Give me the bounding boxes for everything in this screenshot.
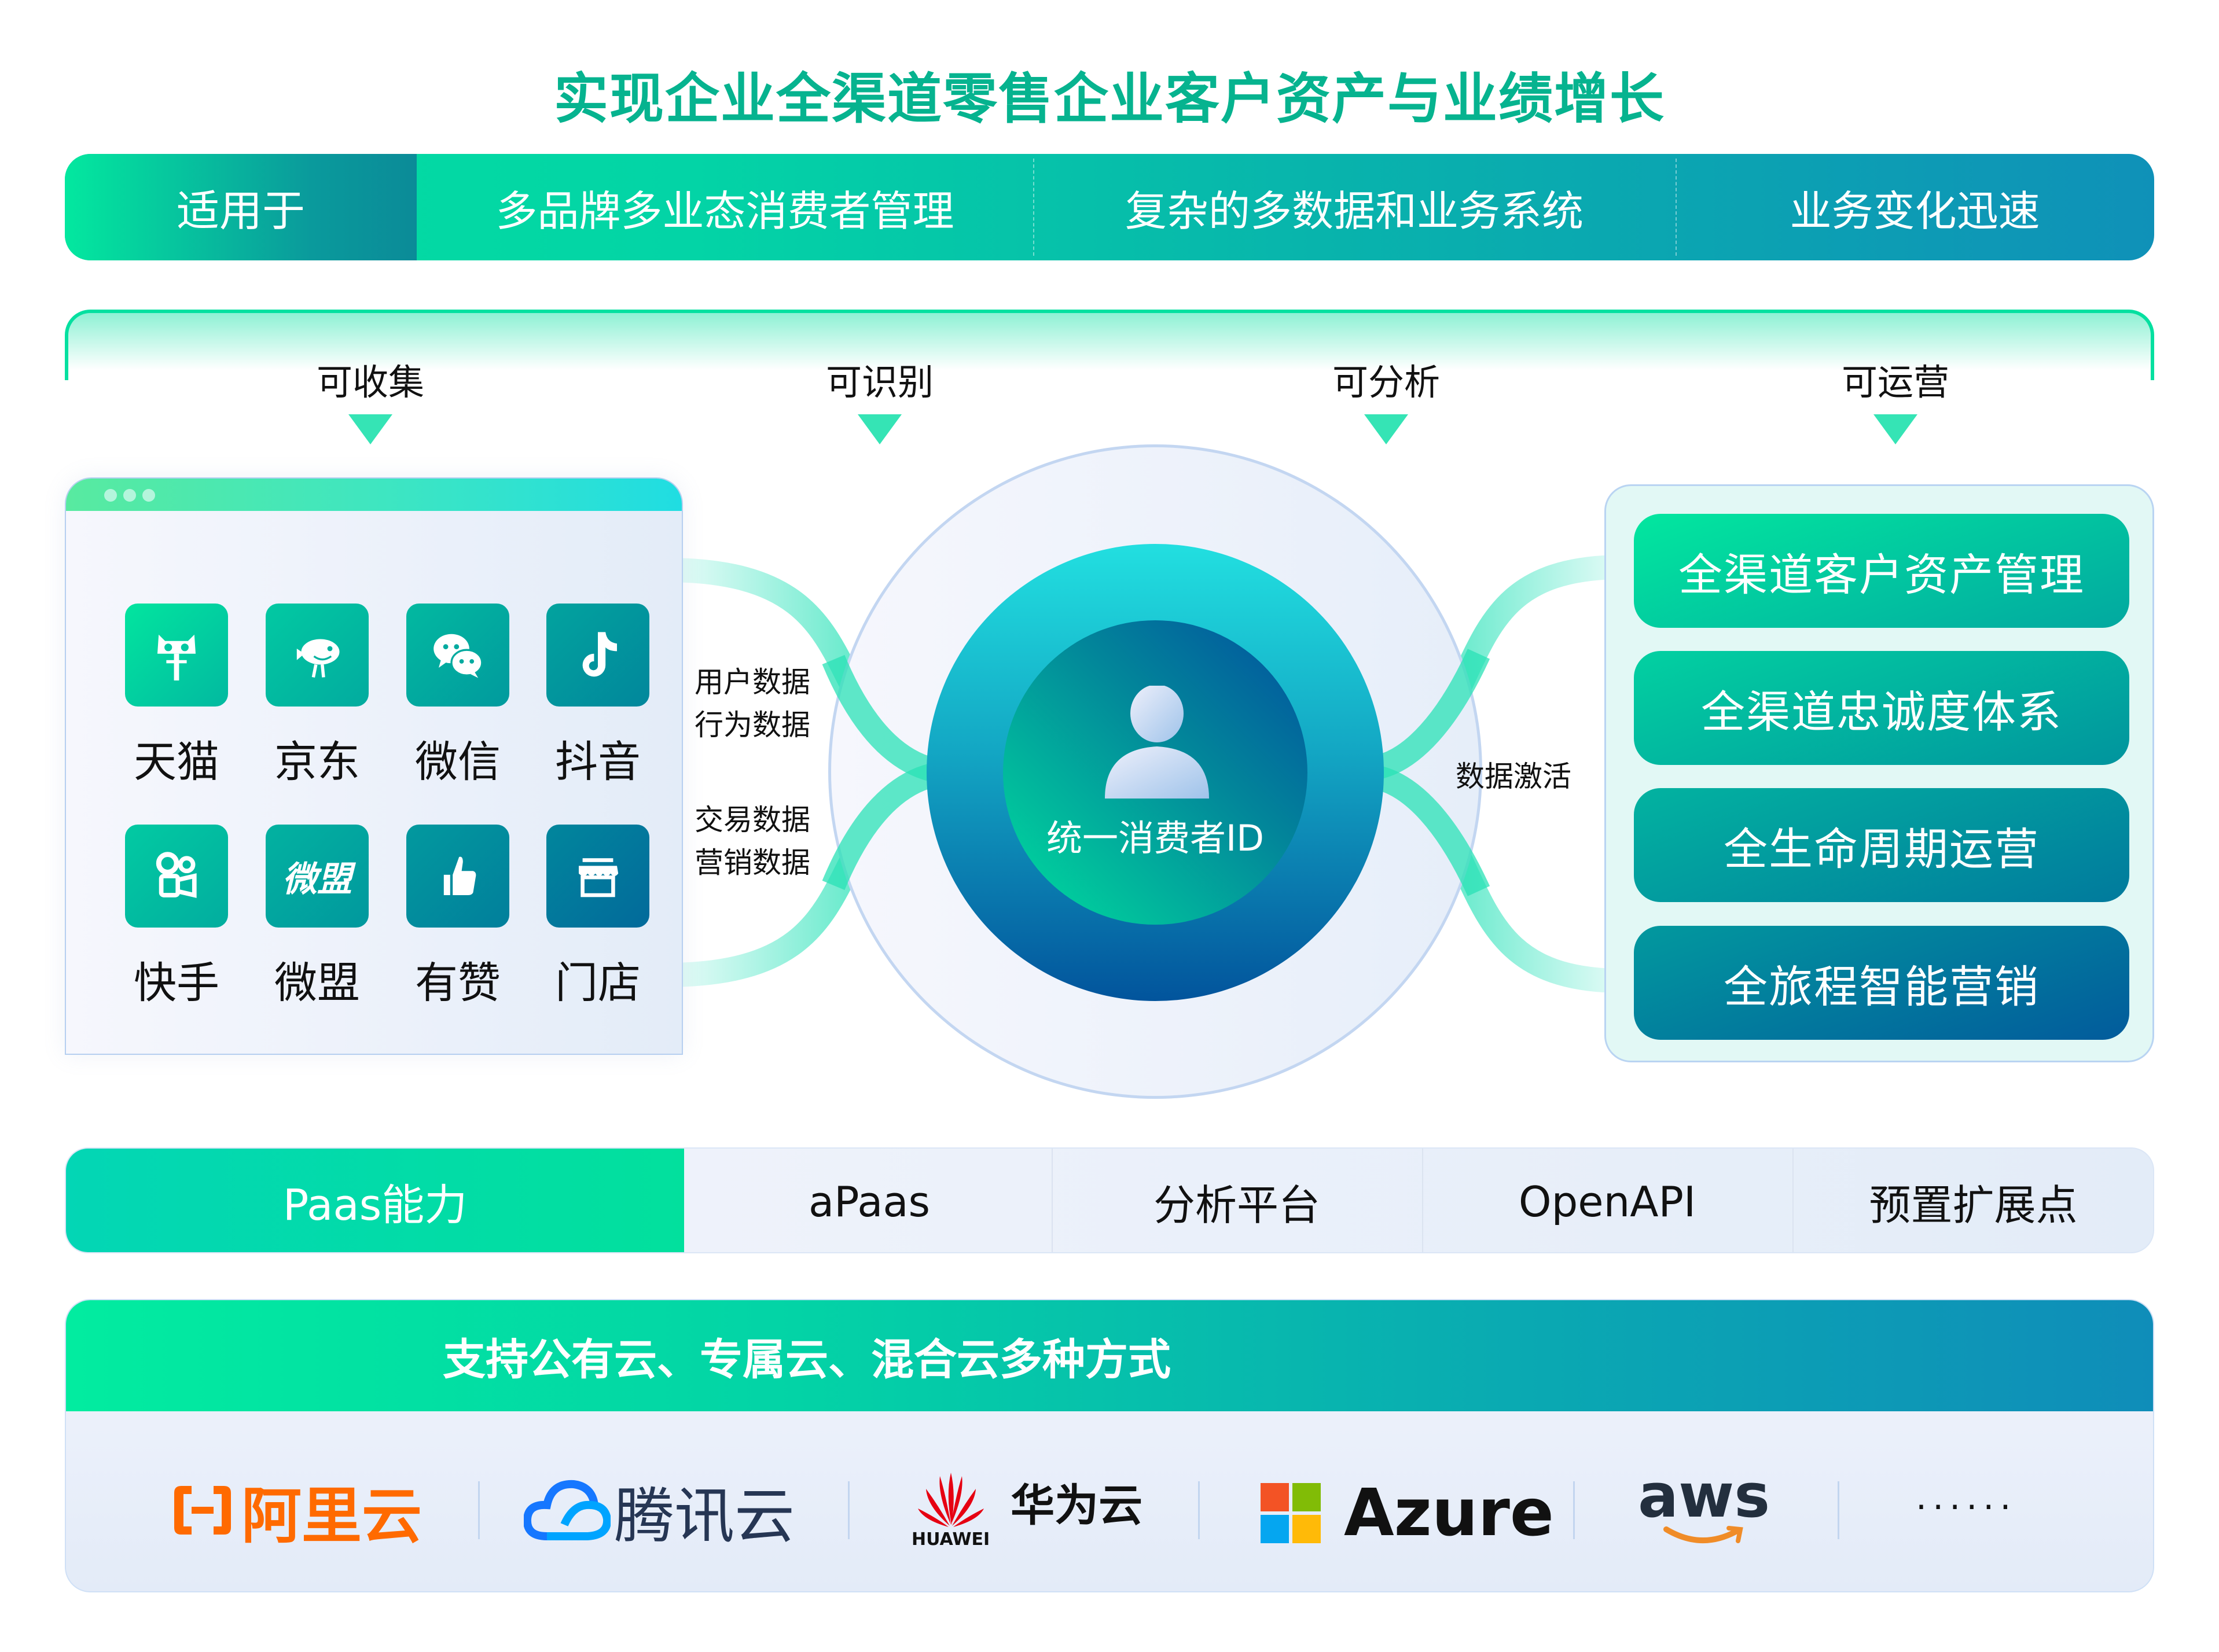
store-icon[interactable] (546, 825, 649, 928)
stage-label: 可识别 (825, 361, 934, 403)
azure-name: Azure (1344, 1476, 1554, 1551)
aws-logo: aws (1638, 1460, 1770, 1554)
divider (1422, 1149, 1423, 1252)
channels-window: 天猫 京东 微信 抖音 微盟 快手 微盟 有赞 门店 (65, 477, 683, 1055)
douyin-note-icon[interactable] (546, 604, 649, 707)
divider (1033, 159, 1034, 256)
tencent-cloud-name: 腾讯云 (614, 1480, 795, 1551)
channel-label: 抖音 (555, 737, 641, 787)
user-avatar-icon (1105, 686, 1209, 799)
stage-label: 可运营 (1841, 361, 1949, 403)
flow-label: 用户数据 (695, 665, 810, 699)
more-providers: ······ (1916, 1487, 2017, 1528)
weimob-text-icon[interactable]: 微盟 (266, 825, 369, 928)
huawei-wordmark: HUAWEI (912, 1529, 990, 1550)
applicable-band: 适用于 多品牌多业态消费者管理 复杂的多数据和业务系统 业务变化迅速 (65, 154, 2154, 260)
paas-item: OpenAPI (1518, 1177, 1696, 1226)
flow-label: 交易数据 (695, 803, 810, 837)
applicable-item: 复杂的多数据和业务系统 (1125, 186, 1584, 236)
applicable-item: 多品牌多业态消费者管理 (495, 186, 954, 236)
channel-label: 有赞 (415, 958, 501, 1008)
azure-logo: Azure (1261, 1476, 1554, 1551)
flow-label: 行为数据 (695, 708, 810, 742)
stages-bracket (65, 310, 2154, 380)
channel-label: 微盟 (274, 958, 360, 1008)
channel-label: 快手 (134, 958, 219, 1008)
kuaishou-camera-icon[interactable] (125, 825, 228, 928)
divider (848, 1481, 850, 1539)
arrow-down-icon (858, 414, 902, 444)
paas-item: aPaas (808, 1177, 931, 1226)
page-title: 实现企业全渠道零售企业客户资产与业绩增长 (553, 68, 1665, 131)
stage-label: 可收集 (316, 361, 424, 403)
window-dot-icon (142, 489, 155, 502)
aliyun-logo: 阿里云 (171, 1478, 422, 1551)
channel-label: 门店 (555, 958, 641, 1008)
huawei-cloud-name: 华为云 (1011, 1480, 1143, 1531)
capability-button[interactable]: 全旅程智能营销 (1634, 926, 2129, 1040)
huawei-cloud-logo: HUAWEI 华为云 (912, 1470, 1142, 1551)
inbound-labels-top: 用户数据 行为数据 (695, 661, 810, 746)
inbound-labels-bottom: 交易数据 营销数据 (695, 799, 810, 884)
paas-label: Paas能力 (66, 1149, 684, 1252)
tencent-cloud-logo-icon (524, 1480, 611, 1540)
channel-label: 微信 (415, 737, 501, 787)
divider (1792, 1149, 1794, 1252)
flow-label: 营销数据 (695, 846, 810, 880)
divider (478, 1481, 480, 1539)
window-titlebar (66, 479, 682, 511)
channel-label: 天猫 (134, 737, 219, 787)
capabilities-panel: 全渠道客户资产管理 全渠道忠诚度体系 全生命周期运营 全旅程智能营销 (1604, 484, 2154, 1062)
arrow-down-icon (348, 414, 392, 444)
channel-label: 京东 (274, 737, 360, 787)
aliyun-name: 阿里云 (241, 1480, 423, 1551)
divider (1573, 1481, 1575, 1539)
paas-item: 预置扩展点 (1869, 1181, 2078, 1230)
capability-button[interactable]: 全渠道客户资产管理 (1634, 514, 2129, 628)
divider (1838, 1481, 1839, 1539)
aliyun-logo-icon (174, 1486, 231, 1535)
youzan-thumb-icon[interactable] (406, 825, 509, 928)
paas-band: Paas能力 aPaas 分析平台 OpenAPI 预置扩展点 (65, 1147, 2154, 1253)
divider (1052, 1149, 1053, 1252)
divider (1198, 1481, 1200, 1539)
wechat-icon[interactable] (406, 604, 509, 707)
aws-smile-icon (1663, 1526, 1743, 1543)
outbound-label: 数据激活 (1456, 760, 1571, 793)
microsoft-logo-icon (1261, 1483, 1321, 1543)
arrow-down-icon (1873, 414, 1917, 444)
applicable-label: 适用于 (65, 154, 417, 260)
paas-item: 分析平台 (1153, 1181, 1320, 1230)
huawei-logo-icon (917, 1472, 984, 1527)
stage-label: 可分析 (1332, 361, 1440, 403)
window-dot-icon (104, 489, 117, 502)
cloud-band: 支持公有云、专属云、混合云多种方式 (65, 1299, 2154, 1592)
cloud-header-text: 支持公有云、专属云、混合云多种方式 (443, 1334, 1171, 1385)
unified-id-label: 统一消费者ID (1046, 817, 1265, 859)
cloud-header (66, 1300, 2153, 1411)
capability-button[interactable]: 全渠道忠诚度体系 (1634, 651, 2129, 765)
jd-dog-icon[interactable] (266, 604, 369, 707)
arrow-down-icon (1364, 414, 1408, 444)
aws-name: aws (1638, 1460, 1770, 1531)
divider (1676, 159, 1677, 256)
tencent-cloud-logo: 腾讯云 (524, 1476, 795, 1551)
window-dot-icon (123, 489, 136, 502)
tmall-cat-icon[interactable] (125, 604, 228, 707)
applicable-item: 业务变化迅速 (1790, 186, 2040, 236)
capability-button[interactable]: 全生命周期运营 (1634, 788, 2129, 902)
